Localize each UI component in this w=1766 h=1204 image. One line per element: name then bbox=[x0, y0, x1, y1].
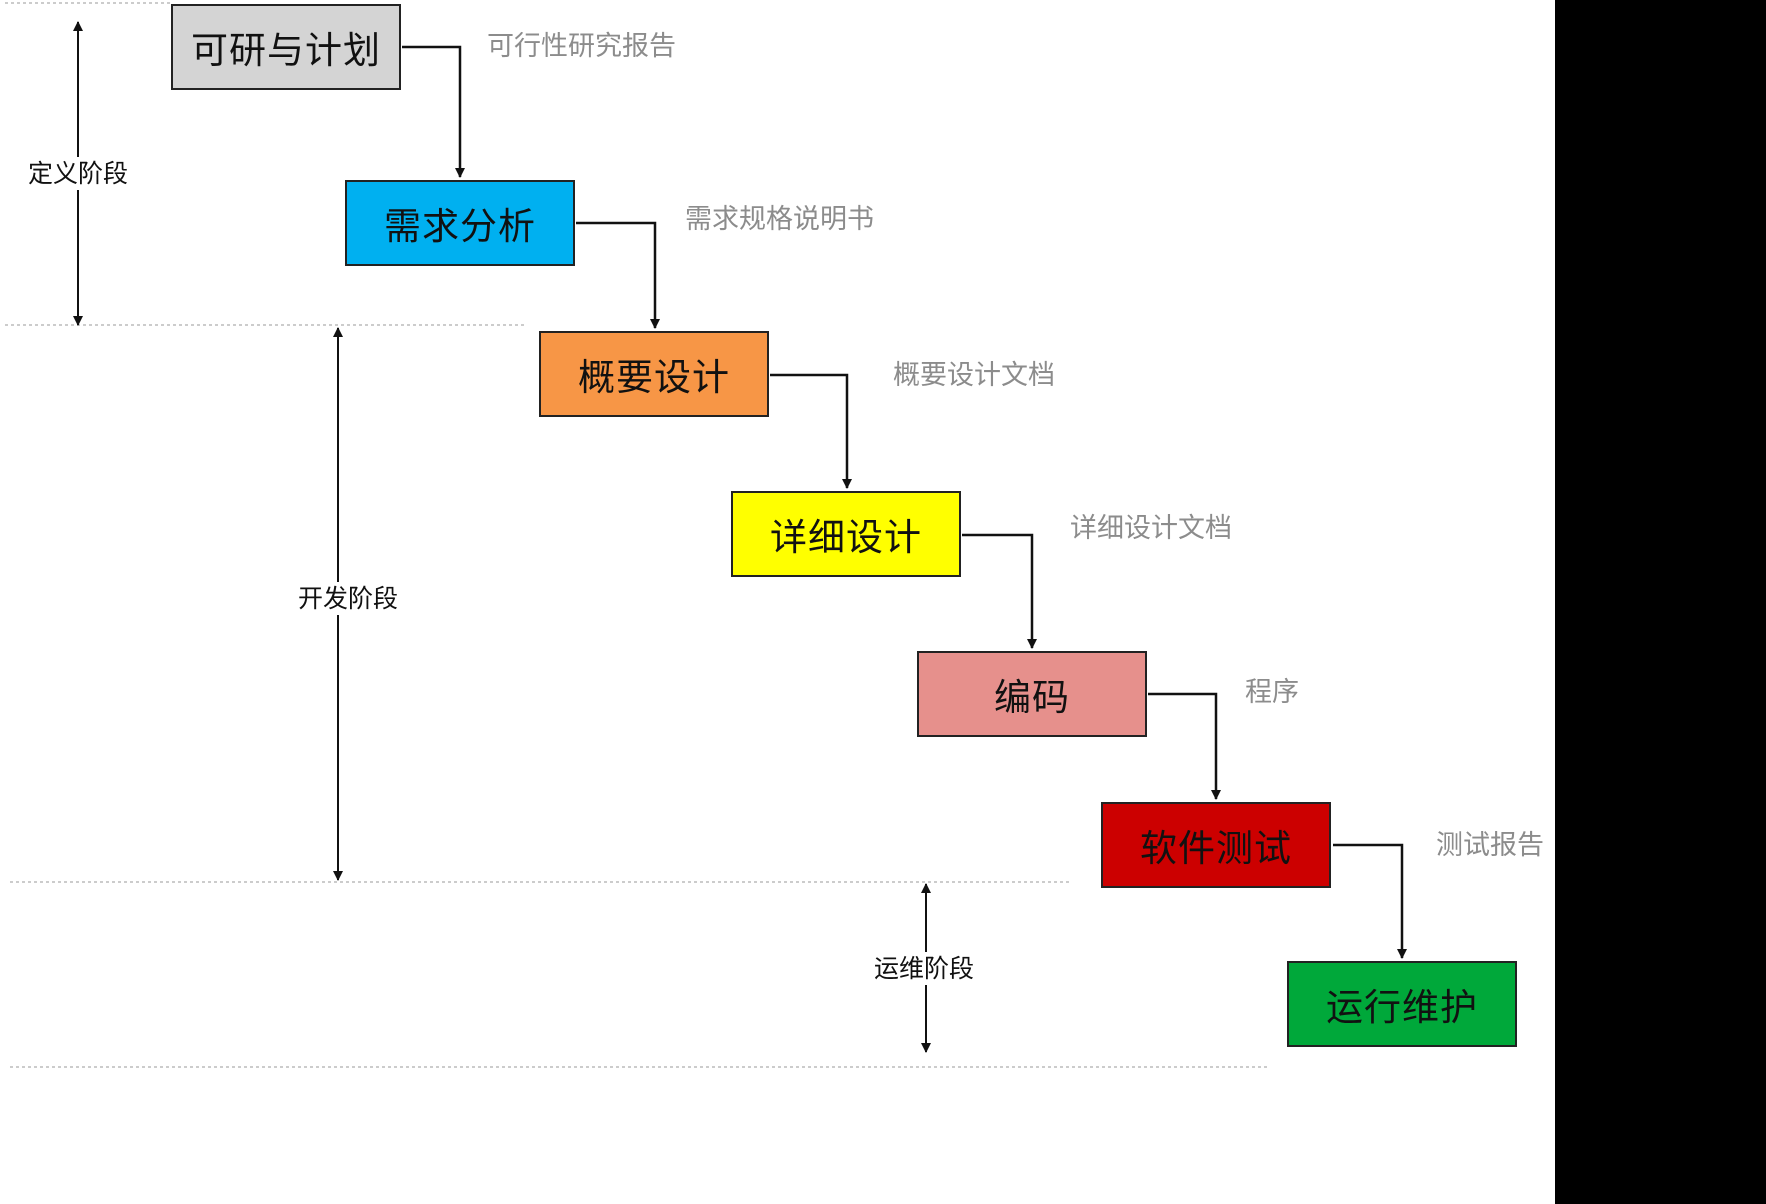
stage-label-define: 定义阶段 bbox=[28, 157, 129, 190]
phase-box-testing: 软件测试 bbox=[1101, 802, 1331, 888]
flow-arrow-5 bbox=[1148, 692, 1221, 800]
deliverable-requirements-spec: 需求规格说明书 bbox=[685, 204, 874, 235]
flow-arrow-4 bbox=[962, 533, 1037, 649]
deliverable-feasibility-report: 可行性研究报告 bbox=[487, 31, 676, 62]
deliverable-program: 程序 bbox=[1245, 677, 1299, 708]
deliverable-outline-design-doc: 概要设计文档 bbox=[893, 360, 1055, 391]
phase-box-detailed-design: 详细设计 bbox=[731, 491, 961, 577]
flow-arrow-6 bbox=[1333, 843, 1407, 959]
phase-box-outline-design: 概要设计 bbox=[539, 331, 769, 417]
phase-box-coding: 编码 bbox=[917, 651, 1147, 737]
phase-box-operation: 运行维护 bbox=[1287, 961, 1517, 1047]
deliverable-detailed-design-doc: 详细设计文档 bbox=[1070, 513, 1232, 544]
phase-box-requirements: 需求分析 bbox=[345, 180, 575, 266]
stage-label-develop: 开发阶段 bbox=[298, 582, 399, 615]
deliverable-test-report: 测试报告 bbox=[1436, 830, 1544, 861]
flow-arrow-2 bbox=[576, 221, 660, 329]
flow-arrow-3 bbox=[770, 373, 852, 489]
flow-arrow-1 bbox=[402, 45, 465, 178]
phase-box-feasibility: 可研与计划 bbox=[171, 4, 401, 90]
stage-label-operate: 运维阶段 bbox=[874, 952, 975, 985]
waterfall-diagram: 定义阶段 开发阶段 运维阶段 可研与计划 需求分析 概要设计 详细设计 编码 软… bbox=[0, 0, 1555, 1204]
